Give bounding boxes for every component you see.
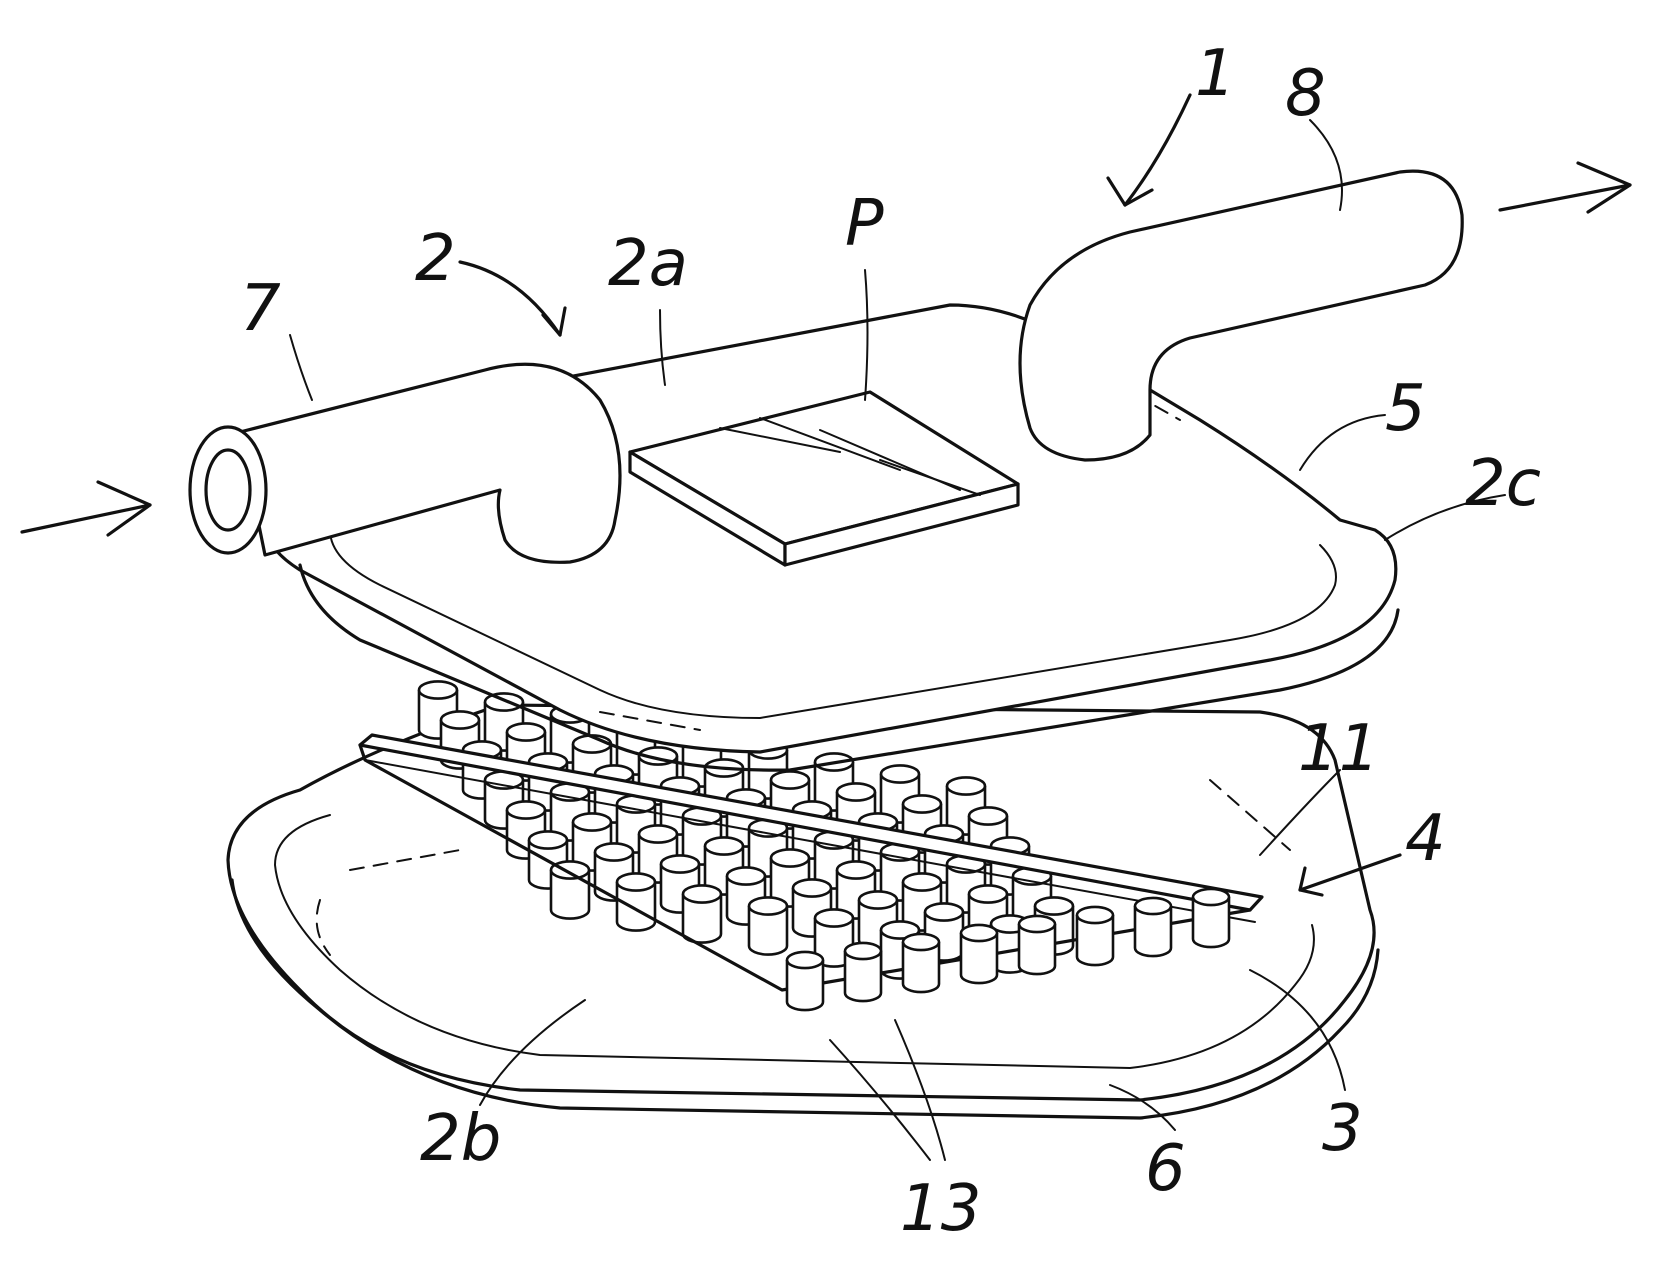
label-lower-shell: 6 [1145,1132,1186,1206]
pin-fin [845,943,881,1001]
pin-fin [1077,907,1113,965]
label-case-top: 2a [608,227,688,301]
inlet-arrow [22,482,150,535]
pin-fin [683,885,721,942]
pin-fin [903,934,939,992]
label-flange: 2c [1465,447,1541,521]
label-assembly: 1 [1195,37,1236,111]
label-base-plate: 11 [1298,712,1379,786]
label-upper-shell: 5 [1385,372,1426,446]
pin-fin [749,897,787,954]
pin-fin [551,861,589,918]
pin-fin [1019,916,1055,974]
label-pin-fins: 13 [900,1172,981,1246]
pin-fin [961,925,997,983]
pin-fin [787,952,823,1010]
pin-fin [1135,898,1171,956]
pin-fin [1193,889,1229,947]
outlet-arrow [1500,163,1630,212]
label-semiconductor: P [845,187,884,261]
label-inlet-pipe: 7 [240,272,281,346]
label-chamber: 3 [1322,1092,1363,1166]
label-outlet-pipe: 8 [1285,57,1326,131]
label-case: 2 [415,222,456,296]
label-fin-unit: 4 [1405,802,1446,876]
label-case-bottom: 2b [420,1102,501,1176]
